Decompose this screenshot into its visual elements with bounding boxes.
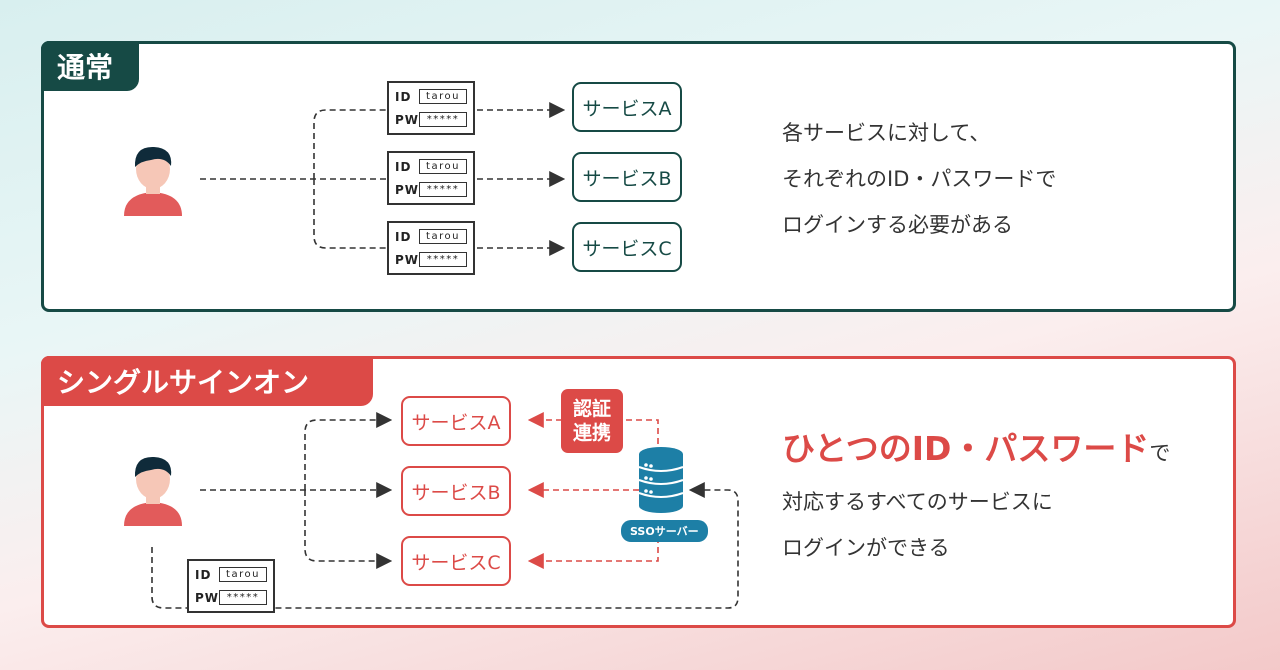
service-b-box: サービスB [572, 152, 682, 202]
sso-server-label: SSOサーバー [621, 520, 708, 542]
sso-connectors [124, 412, 739, 609]
service-c-box: サービスC [401, 536, 511, 586]
description-headline: ひとつのID・パスワードで [782, 429, 1171, 468]
normal-description: 各サービスに対して、 それぞれのID・パスワードで ログインする必要がある [782, 110, 1056, 248]
person-icon [124, 456, 182, 526]
description-line: それぞれのID・パスワードで [782, 167, 1057, 191]
description-line: 対応するすべてのサービスに [782, 490, 1053, 514]
service-a-box: サービスA [572, 82, 682, 132]
auth-federation-badge: 認証 連携 [561, 389, 623, 453]
database-server-icon [638, 447, 684, 513]
service-b-box: サービスB [401, 466, 511, 516]
service-c-box: サービスC [572, 222, 682, 272]
person-icon [124, 146, 182, 216]
description-line: 各サービスに対して、 [782, 121, 991, 145]
sso-panel: シングルサインオン [41, 356, 1236, 628]
description-line: ログインする必要がある [782, 213, 1013, 237]
sso-tab-title: シングルサインオン [41, 356, 373, 406]
sso-description: ひとつのID・パスワードで 対応するすべてのサービスに ログインができる [782, 423, 1170, 571]
normal-tab-title: 通常 [41, 41, 139, 91]
service-a-box: サービスA [401, 396, 511, 446]
normal-connectors [124, 102, 566, 256]
description-line: ログインができる [782, 536, 950, 560]
